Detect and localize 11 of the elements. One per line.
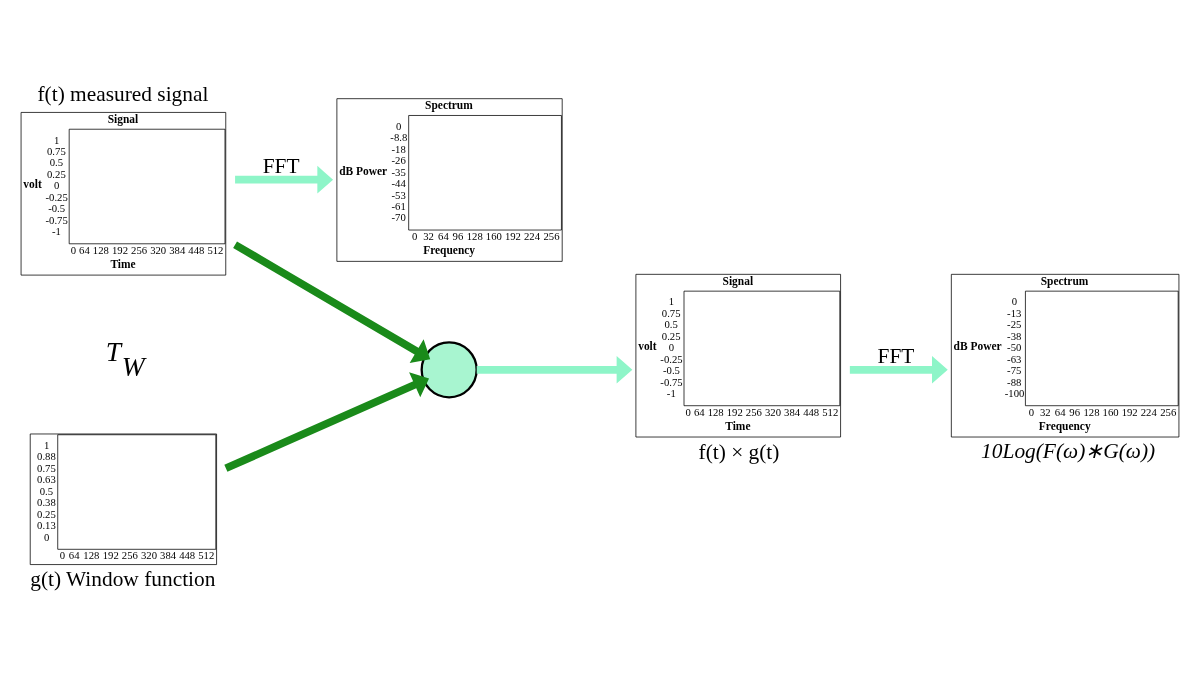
node-label: 10Log(F(ω)∗G(ω))	[981, 438, 1156, 463]
arrow	[476, 356, 633, 384]
node-label: f(t) measured signal	[37, 82, 209, 107]
edge-label: FFT	[877, 344, 915, 369]
node-label: g(t) Window function	[30, 567, 216, 592]
arrow	[849, 356, 948, 384]
edge-label: FFT	[262, 154, 300, 179]
node-circle	[420, 341, 478, 399]
arrow	[233, 241, 431, 364]
node-label: f(t) × g(t)	[698, 439, 780, 464]
arrow	[224, 372, 430, 472]
